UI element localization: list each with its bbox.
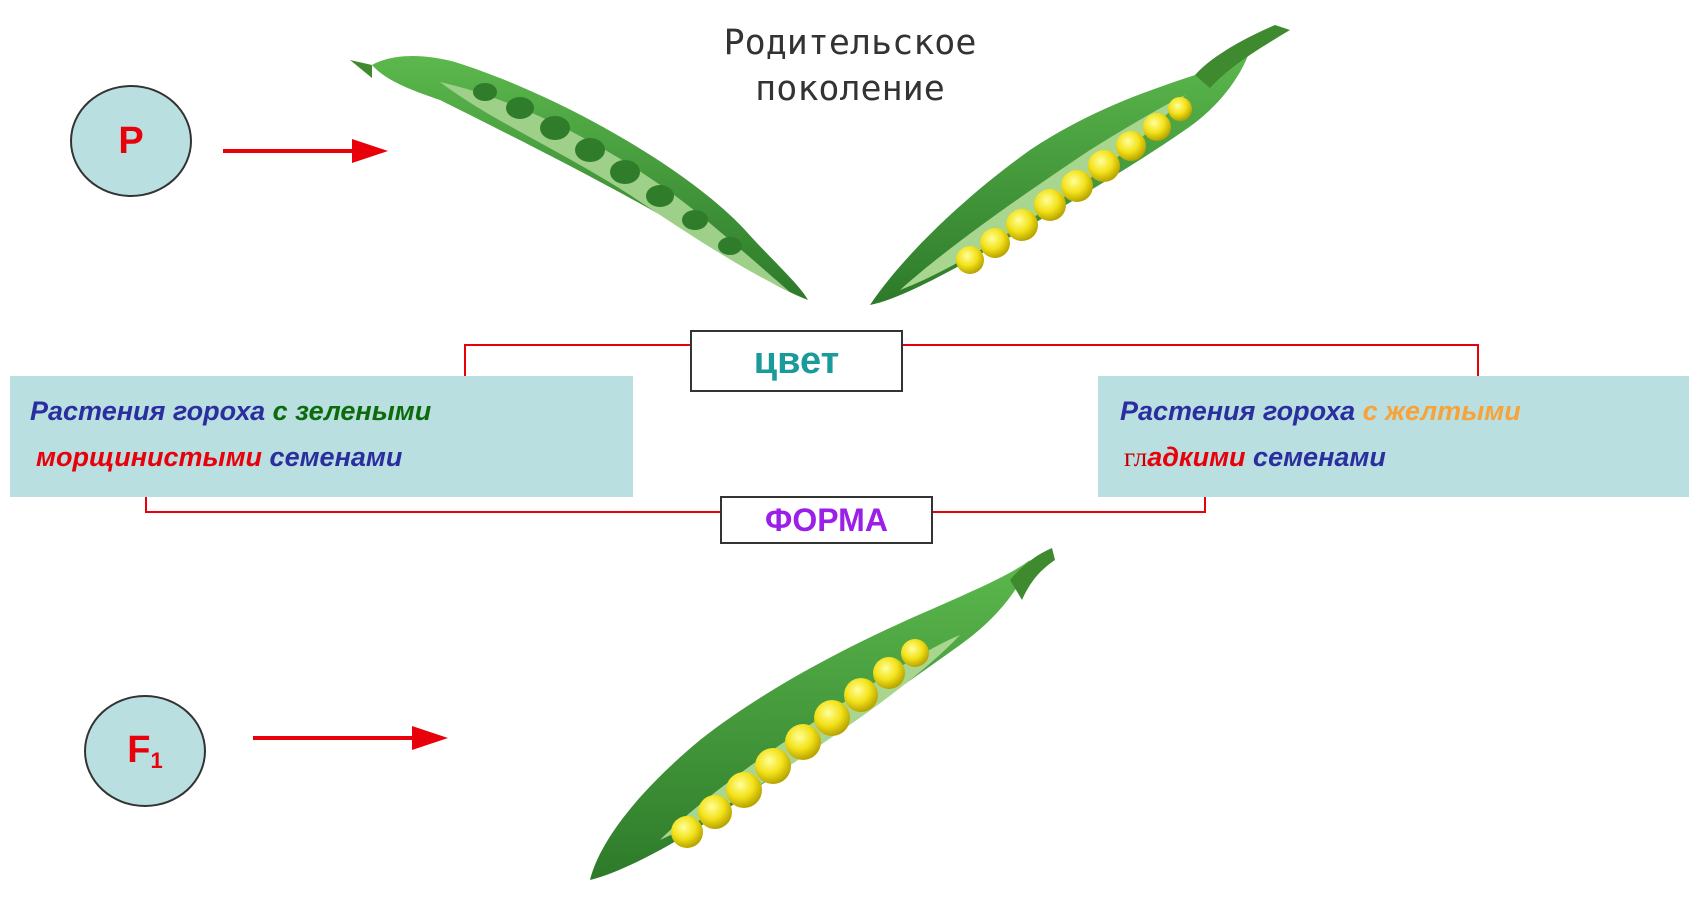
smooth-yellow-pod	[870, 25, 1290, 305]
f1-subscript: 1	[150, 747, 163, 773]
right-line-1: Растения гороха с желтыми	[1120, 388, 1689, 434]
color-trait-label: цвет	[690, 330, 903, 392]
color-connector	[464, 344, 1479, 383]
f1-label: F1	[127, 729, 162, 774]
shape-trait-text: ФОРМА	[765, 501, 888, 538]
f1-generation-marker: F1	[84, 695, 206, 807]
right-prefix: Растения гороха	[1120, 396, 1363, 426]
p-label: P	[118, 119, 144, 162]
title-line-1: Родительское	[723, 23, 977, 63]
smooth-yellow-description: Растения гороха с желтыми гладкими семен…	[1098, 376, 1689, 497]
left-suffix: семенами	[262, 442, 403, 472]
shape-trait-label: ФОРМА	[720, 496, 933, 544]
parent-generation-title: Родительское поколение	[690, 20, 1010, 112]
right-color-word: с желтыми	[1362, 396, 1521, 426]
left-c: с	[272, 396, 296, 426]
left-shape-word: морщинистыми	[36, 442, 263, 472]
f1-letter: F	[127, 728, 151, 771]
wrinkled-green-description: Растения гороха с зелеными морщинистыми …	[10, 376, 633, 497]
wrinkled-green-pod	[350, 56, 808, 300]
right-shape-word: адкими	[1147, 442, 1246, 472]
arrow-f1	[253, 726, 448, 750]
left-line-2: морщинистыми семенами	[30, 434, 633, 480]
left-color-word: зелеными	[295, 396, 432, 426]
title-line-2: поколение	[755, 69, 945, 109]
f1-hybrid-pod	[590, 548, 1055, 880]
right-suffix: семенами	[1245, 442, 1386, 472]
color-trait-text: цвет	[753, 339, 840, 382]
right-line-2: гладкими семенами	[1120, 434, 1689, 480]
left-line-1: Растения гороха с зелеными	[30, 388, 633, 434]
arrow-p	[223, 139, 388, 163]
p-generation-marker: P	[70, 85, 192, 197]
left-prefix: Растения гороха	[30, 396, 273, 426]
right-serif-fragment: гл	[1124, 442, 1148, 472]
